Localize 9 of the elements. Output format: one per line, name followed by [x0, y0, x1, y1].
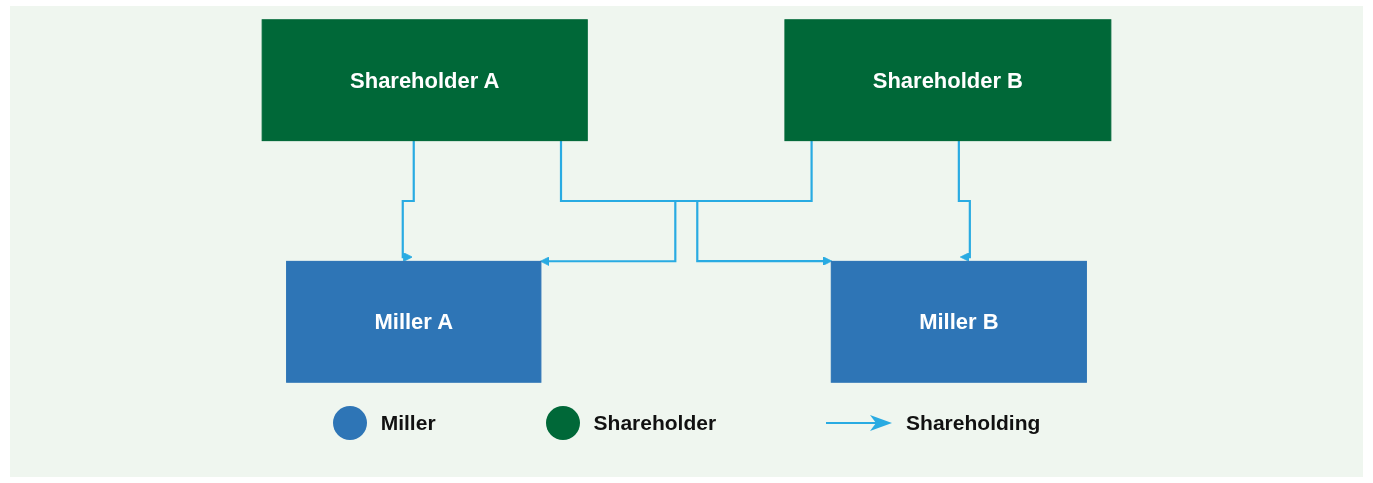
- node-box: Shareholder A: [261, 19, 588, 142]
- node-box: Miller B: [830, 260, 1087, 383]
- arrow: [957, 140, 971, 262]
- legend-label: Shareholding: [906, 411, 1041, 435]
- node-box: Shareholder B: [784, 19, 1112, 142]
- legend-label: Miller: [380, 411, 436, 435]
- arrow: [401, 140, 415, 262]
- node-box: Miller A: [286, 260, 542, 383]
- legend-label: Shareholder: [593, 411, 717, 435]
